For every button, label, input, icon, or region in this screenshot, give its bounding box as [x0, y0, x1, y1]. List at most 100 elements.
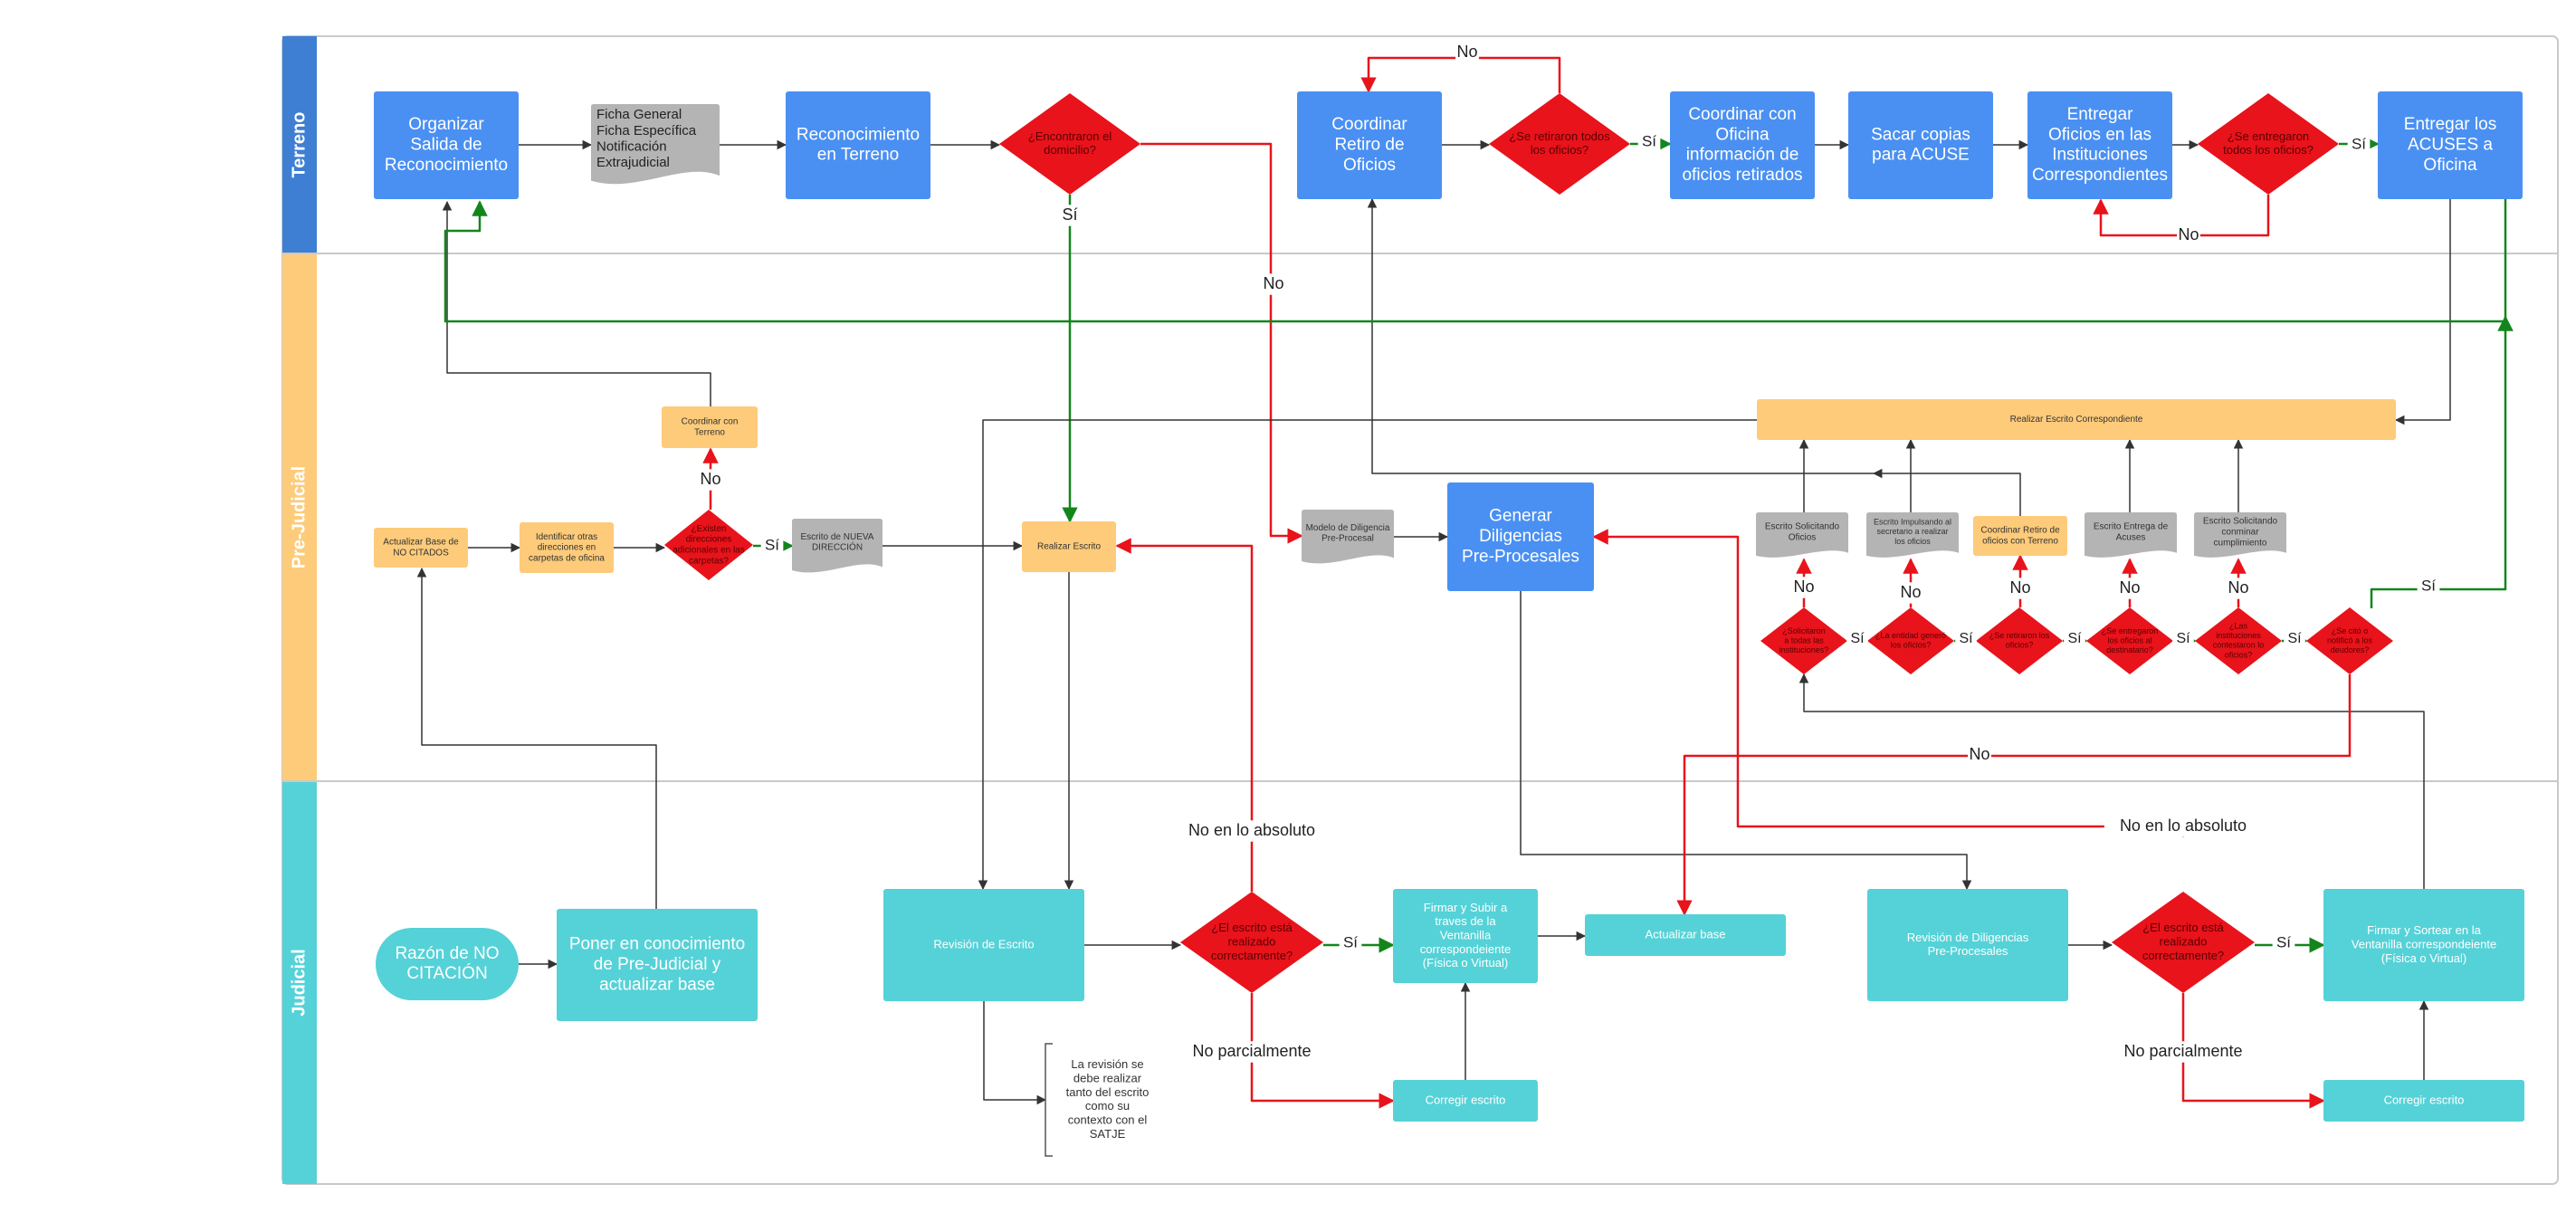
node-p-realizar-corr[interactable]: Realizar Escrito Correspondiente	[1757, 399, 2396, 440]
node-j-revision-escrito[interactable]: Revisión de Escrito	[883, 889, 1084, 1001]
edge-label-bg	[1846, 629, 1868, 649]
j-poner-text-line: Poner en conocimiento	[569, 935, 745, 954]
process-box	[786, 91, 930, 199]
annotation-bracket	[1045, 1043, 1053, 1157]
terminator-shape	[376, 928, 519, 1000]
t-coordinar-retiro-text-line: Retiro de	[1334, 136, 1404, 155]
decision-diamond	[2306, 607, 2393, 674]
process-box	[520, 522, 614, 573]
lane-prejudicial: Pre-Judicial	[282, 253, 2558, 781]
p-esc-entrega-text-line: Acuses	[2116, 532, 2146, 542]
j-dec-escrito2-text-line: correctamente?	[2142, 949, 2224, 962]
edge-label: Sí	[2287, 631, 2302, 646]
t-fichas-text-line: Notificación	[596, 138, 667, 154]
node-j-corregir1[interactable]: Corregir escrito	[1393, 1080, 1538, 1122]
node-j-corregir2[interactable]: Corregir escrito	[2323, 1080, 2524, 1122]
p-dec5-text-line: instituciones	[2216, 631, 2261, 640]
p-esc-impulsando-text-line: los oficios	[1894, 537, 1931, 546]
edge-label-bg	[1339, 932, 1362, 954]
lane-label-prejudicial: Pre-Judicial	[289, 466, 309, 568]
process-box	[1393, 1080, 1538, 1122]
edge-label: No	[2178, 225, 2199, 244]
decision-diamond	[664, 510, 753, 580]
p-generar-text-line: Pre-Procesales	[1462, 547, 1579, 566]
j-dec-escrito1-text-line: ¿El escrito está	[1211, 921, 1293, 934]
process-box	[1867, 889, 2068, 1001]
process-box	[374, 528, 468, 568]
process-box	[1393, 889, 1538, 983]
flow-edge	[983, 1001, 1047, 1105]
edge-label: No en lo absoluto	[1188, 821, 1315, 839]
node-p-realizar-escrito[interactable]: Realizar Escrito	[1022, 521, 1116, 572]
edge-label-bg	[1792, 577, 1816, 598]
edge-label-bg	[2113, 1041, 2254, 1063]
j-corregir1-text-line: Corregir escrito	[1426, 1093, 1506, 1106]
p-esc-conminar-text-line: conminar	[2221, 527, 2259, 537]
node-j-actualizar-base[interactable]: Actualizar base	[1585, 914, 1786, 956]
lane-judicial: Judicial	[282, 780, 2558, 1184]
p-realizar-corr-text-line: Realizar Escrito Correspondiente	[2010, 415, 2143, 425]
edge-label-bg	[760, 535, 784, 557]
edge-label-bg	[1172, 820, 1331, 842]
t-entregar-acuses-text-line: ACUSES a	[2408, 136, 2493, 155]
edge-label-bg	[2172, 629, 2194, 649]
p-dec1-text-line: instituciones?	[1779, 645, 1829, 654]
p-dec1-text-line: ¿Solicitaron	[1782, 626, 1826, 635]
edge-label-bg	[1899, 582, 1922, 604]
edge-label: Sí	[1959, 631, 1973, 646]
flow-edge	[1798, 673, 2425, 889]
j-revision-escrito-text-line: Revisión de Escrito	[933, 937, 1034, 950]
edge-label: Sí	[765, 536, 779, 553]
process-box	[2027, 91, 2172, 199]
process-box	[557, 909, 758, 1021]
p-generar-text-line: Diligencias	[1479, 527, 1562, 546]
decision-diamond	[1760, 607, 1847, 674]
p-coord-retiro-text-line: oficios con Terreno	[1982, 537, 2058, 547]
flow-edge	[416, 567, 657, 909]
t-reconocimiento-text-line: en Terreno	[817, 146, 900, 165]
p-coordinar-terreno-text-line: Coordinar con	[682, 417, 739, 427]
t-entregar-oficios-text-line: Instituciones	[2052, 146, 2148, 165]
flow-edge	[978, 419, 1757, 891]
p-esc-conminar-text-line: Escrito Solicitando	[2203, 517, 2278, 527]
process-box	[1022, 521, 1116, 572]
t-entregar-oficios-text-line: Entregar	[2067, 105, 2134, 124]
